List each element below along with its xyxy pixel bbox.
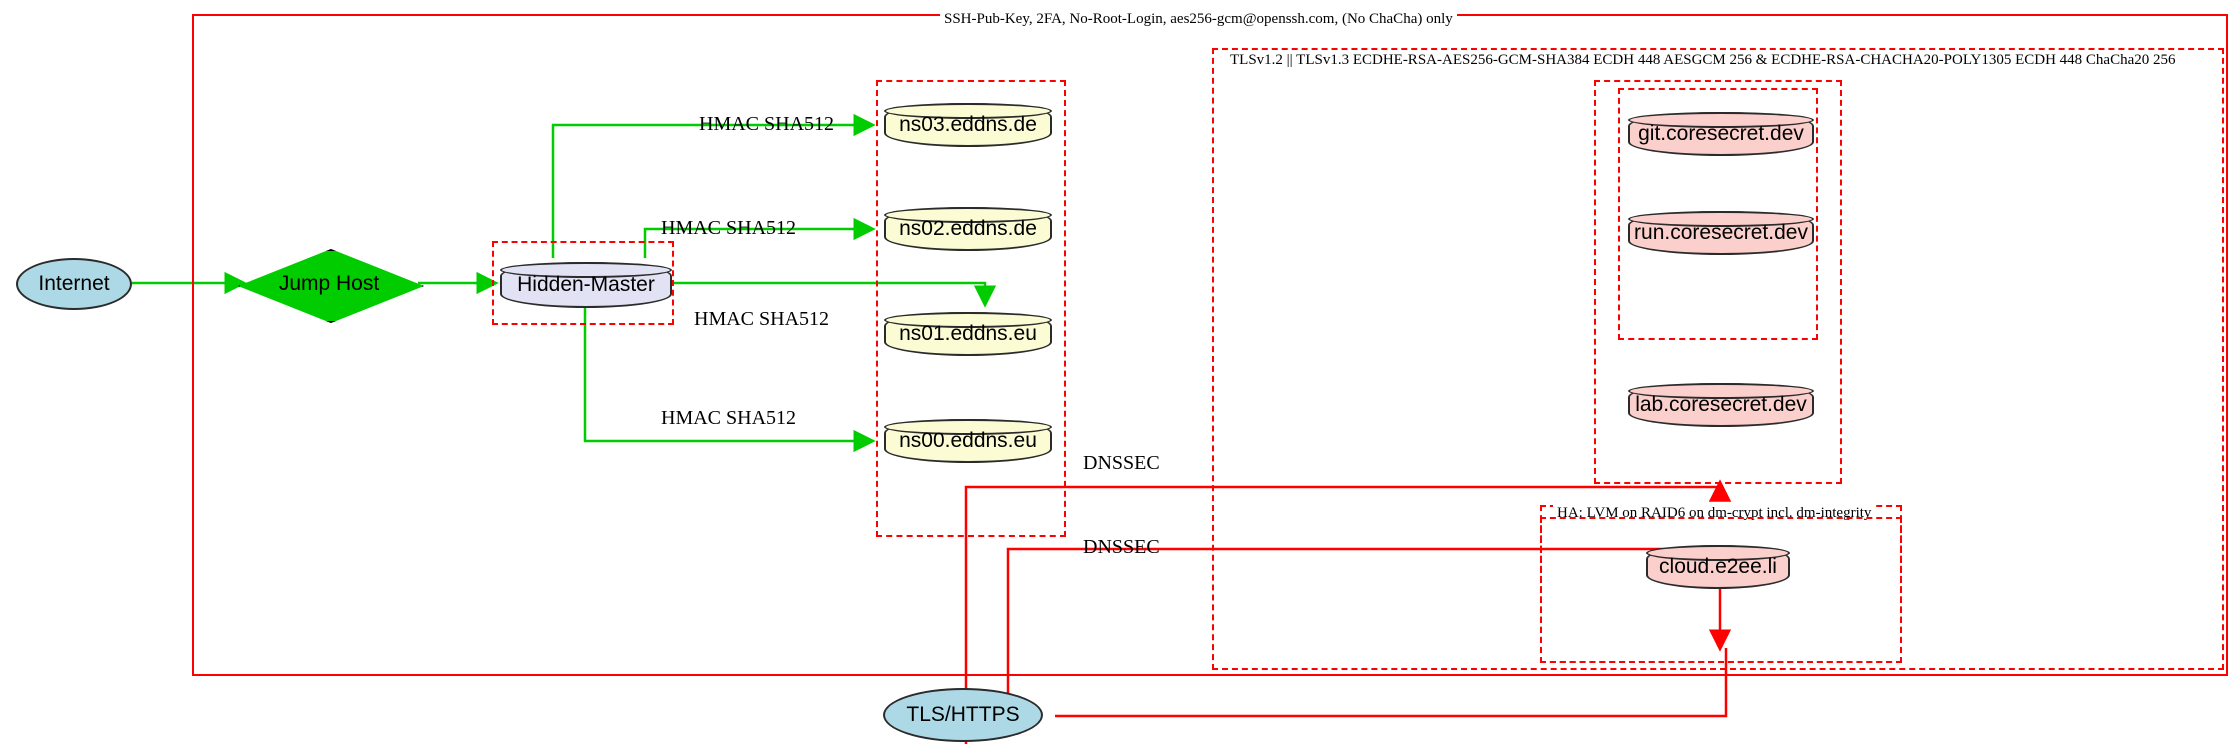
node-jump-host-label: Jump Host [278, 272, 380, 295]
node-git-coresecret-dev[interactable]: git.coresecret.dev [1628, 112, 1814, 156]
node-internet[interactable]: Internet [16, 258, 132, 310]
edge-label-hmac-ns01: HMAC SHA512 [694, 308, 830, 330]
edge-label-hmac-ns02: HMAC SHA512 [661, 217, 797, 239]
cluster-tls-perimeter-label: TLSv1.2 || TLSv1.3 ECDHE-RSA-AES256-GCM-… [1226, 52, 2180, 69]
node-tls-https-label: TLS/HTTPS [906, 703, 1020, 726]
cluster-ssh-perimeter-label: SSH-Pub-Key, 2FA, No-Root-Login, aes256-… [940, 11, 1457, 28]
node-ns00-label: ns00.eddns.eu [899, 429, 1037, 452]
edge-label-hmac-ns03: HMAC SHA512 [699, 113, 835, 135]
node-hidden-master[interactable]: Hidden-Master [500, 262, 672, 308]
cluster-coresecret-zone [1594, 80, 1842, 484]
node-git-label: git.coresecret.dev [1638, 122, 1804, 145]
node-run-coresecret-dev[interactable]: run.coresecret.dev [1628, 211, 1814, 255]
node-ns02-eddns-de[interactable]: ns02.eddns.de [884, 207, 1052, 251]
node-ns01-eddns-eu[interactable]: ns01.eddns.eu [884, 312, 1052, 356]
node-ns03-label: ns03.eddns.de [899, 113, 1037, 136]
cluster-hidden-master-zone [492, 241, 674, 325]
cluster-cloud-zone [1540, 517, 1902, 663]
cluster-coresecret-inner-zone [1618, 88, 1818, 340]
node-ns00-eddns-eu[interactable]: ns00.eddns.eu [884, 419, 1052, 463]
cluster-tls-perimeter [1212, 48, 2224, 670]
node-jump-host[interactable]: Jump Host [238, 249, 424, 323]
cluster-nameserver-zone [876, 80, 1066, 537]
node-internet-label: Internet [38, 272, 110, 295]
node-ns01-label: ns01.eddns.eu [899, 322, 1037, 345]
edge-label-hmac-ns00: HMAC SHA512 [661, 407, 797, 429]
node-cloud-label: cloud.e2ee.li [1659, 555, 1777, 578]
node-hidden-master-label: Hidden-Master [517, 273, 655, 296]
node-lab-label: lab.coresecret.dev [1635, 393, 1807, 416]
node-lab-coresecret-dev[interactable]: lab.coresecret.dev [1628, 383, 1814, 427]
edge-label-dnssec-lower: DNSSEC [1083, 536, 1160, 558]
node-ns02-label: ns02.eddns.de [899, 217, 1037, 240]
edge-label-dnssec-upper: DNSSEC [1083, 452, 1160, 474]
node-ns03-eddns-de[interactable]: ns03.eddns.de [884, 103, 1052, 147]
node-cloud-e2ee-li[interactable]: cloud.e2ee.li [1646, 545, 1790, 589]
node-run-label: run.coresecret.dev [1634, 221, 1808, 244]
node-tls-https[interactable]: TLS/HTTPS [883, 688, 1043, 742]
